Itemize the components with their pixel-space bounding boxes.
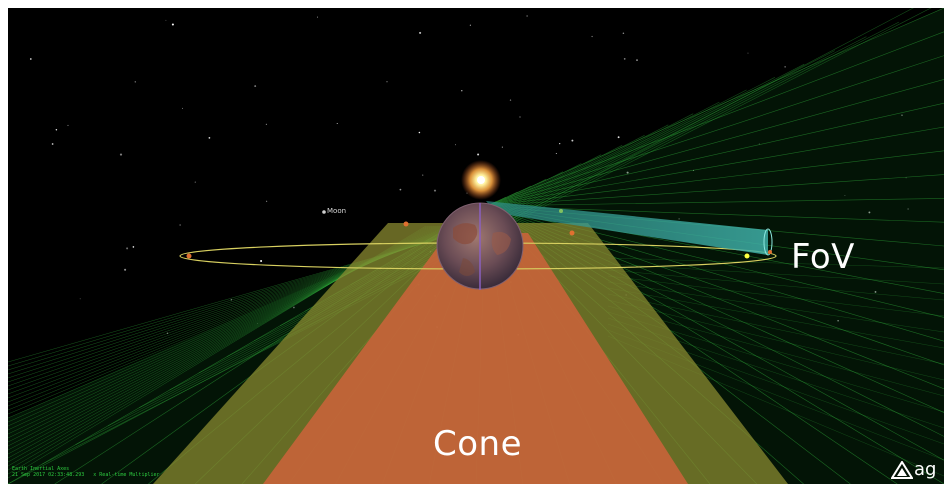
satellite-icon[interactable]: [403, 221, 409, 227]
satellite-icon[interactable]: [559, 209, 563, 213]
datetime-readout: 21 Sep 2017 02:33:48.293: [12, 472, 85, 478]
satellite-icon[interactable]: [569, 230, 575, 236]
sensor-cone: [263, 233, 688, 484]
cone-label: Cone: [433, 424, 523, 464]
moon-icon[interactable]: [322, 210, 326, 214]
3d-viewport[interactable]: Moon FoV Cone Earth Inertial Axes 21 Sep…: [8, 8, 944, 484]
satellite-icon[interactable]: [768, 250, 772, 254]
satellite-icon[interactable]: [744, 253, 750, 259]
status-overlay: Earth Inertial Axes 21 Sep 2017 02:33:48…: [12, 466, 160, 478]
fov-beam-end: [763, 228, 773, 256]
time-step-readout: x Real-time Multiplier: [93, 472, 160, 478]
scene-canvas[interactable]: [8, 8, 944, 484]
earth-icon[interactable]: [436, 202, 524, 290]
axes-label: Earth Inertial Axes: [12, 466, 70, 472]
fov-beam: [486, 201, 768, 255]
fov-label: FoV: [791, 237, 855, 277]
sun-icon[interactable]: [461, 160, 501, 200]
logo-icon: [891, 460, 913, 479]
logo: ag: [891, 459, 936, 480]
moon-label: Moon: [327, 207, 347, 215]
logo-text: ag: [914, 459, 937, 480]
satellite-icon[interactable]: [186, 253, 192, 259]
